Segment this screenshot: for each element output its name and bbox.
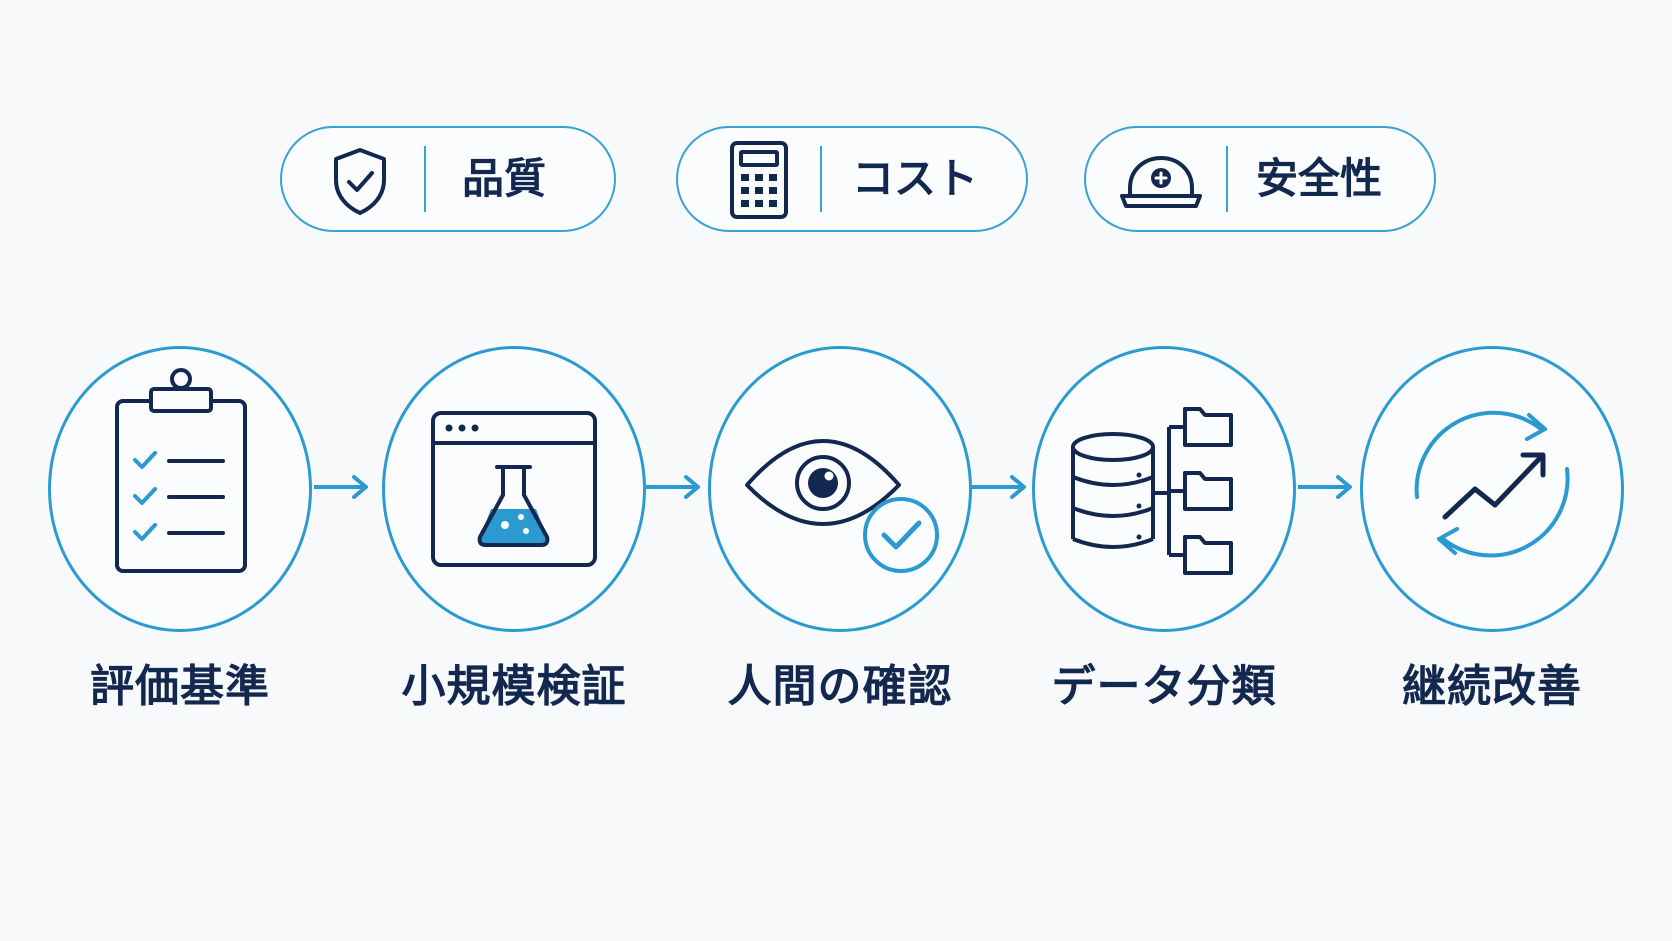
step-circle-human-review — [708, 346, 972, 632]
step-circle-data-classification — [1032, 346, 1296, 632]
criteria-label-safety: 安全性 — [1256, 154, 1383, 203]
step-circle-criteria — [48, 346, 312, 632]
step-label-data-classification: データ分類 — [1051, 661, 1277, 712]
pill-divider — [424, 146, 426, 212]
step-label-pilot: 小規模検証 — [401, 661, 627, 712]
pill-divider — [1226, 146, 1228, 212]
criteria-pill-cost: コスト — [676, 126, 1028, 232]
arrow-right-icon — [972, 475, 1026, 499]
hard-hat-icon — [1120, 155, 1202, 208]
step-circle-pilot — [382, 346, 646, 632]
arrow-right-icon — [314, 475, 368, 499]
step-label-human-review: 人間の確認 — [727, 661, 953, 712]
shield-check-icon — [334, 148, 386, 215]
cycle-growth-icon — [1414, 410, 1570, 558]
criteria-label-cost: コスト — [852, 154, 979, 203]
step-label-criteria: 評価基準 — [90, 661, 270, 712]
criteria-pill-safety: 安全性 — [1084, 126, 1436, 232]
database-folders-icon — [1071, 407, 1233, 575]
browser-flask-icon — [431, 411, 597, 567]
arrow-right-icon — [1298, 475, 1352, 499]
criteria-pill-quality: 品質 — [280, 126, 616, 232]
step-label-continuous-improvement: 継続改善 — [1402, 661, 1582, 712]
criteria-label-quality: 品質 — [462, 154, 547, 203]
calculator-icon — [730, 141, 788, 219]
pill-divider — [820, 146, 822, 212]
eye-check-icon — [745, 439, 939, 573]
arrow-right-icon — [646, 475, 700, 499]
step-circle-continuous-improvement — [1360, 346, 1624, 632]
clipboard-checklist-icon — [115, 368, 247, 573]
